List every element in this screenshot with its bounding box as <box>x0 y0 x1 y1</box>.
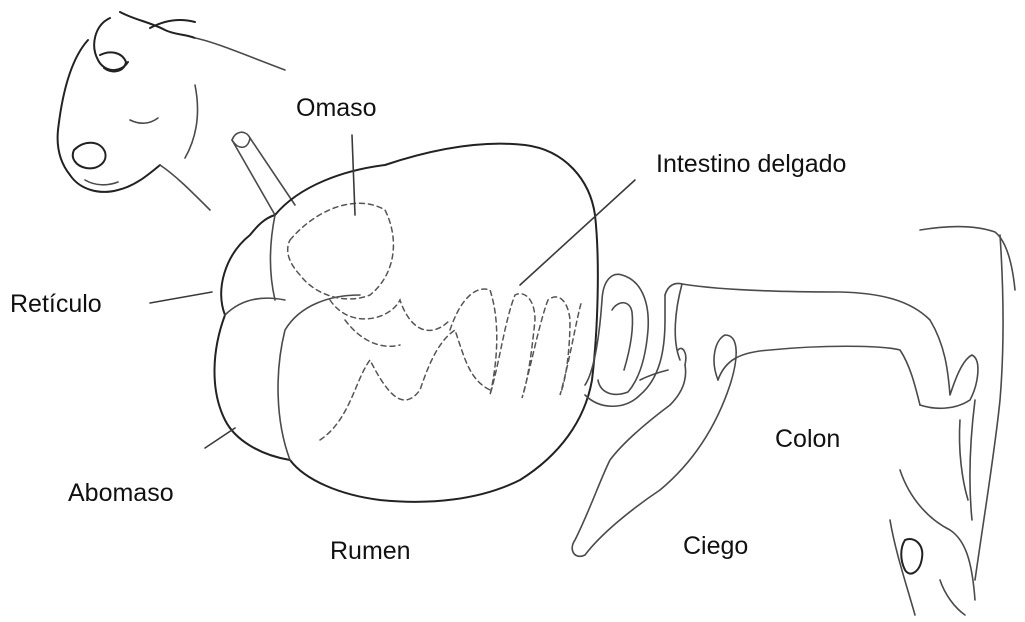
cow-head-sketch <box>58 12 285 210</box>
reticulo-leader-line <box>150 292 212 303</box>
cecum-sketch <box>572 335 736 556</box>
esophagus-sketch <box>232 132 295 215</box>
colon-sketch <box>675 284 978 408</box>
label-rumen: Rumen <box>330 539 411 564</box>
label-intestino-delgado: Intestino delgado <box>656 152 846 177</box>
label-omaso: Omaso <box>296 96 377 121</box>
stomach-sketch <box>214 144 597 502</box>
label-ciego: Ciego <box>683 534 748 559</box>
intestino-delgado-leader-line <box>520 180 635 285</box>
label-colon: Colon <box>775 427 840 452</box>
small-intestine-sketch <box>450 274 682 406</box>
label-reticulo: Retículo <box>10 292 102 317</box>
label-abomaso: Abomaso <box>68 481 174 506</box>
cow-rear-sketch <box>890 226 1015 615</box>
abomaso-leader-line <box>205 428 235 448</box>
